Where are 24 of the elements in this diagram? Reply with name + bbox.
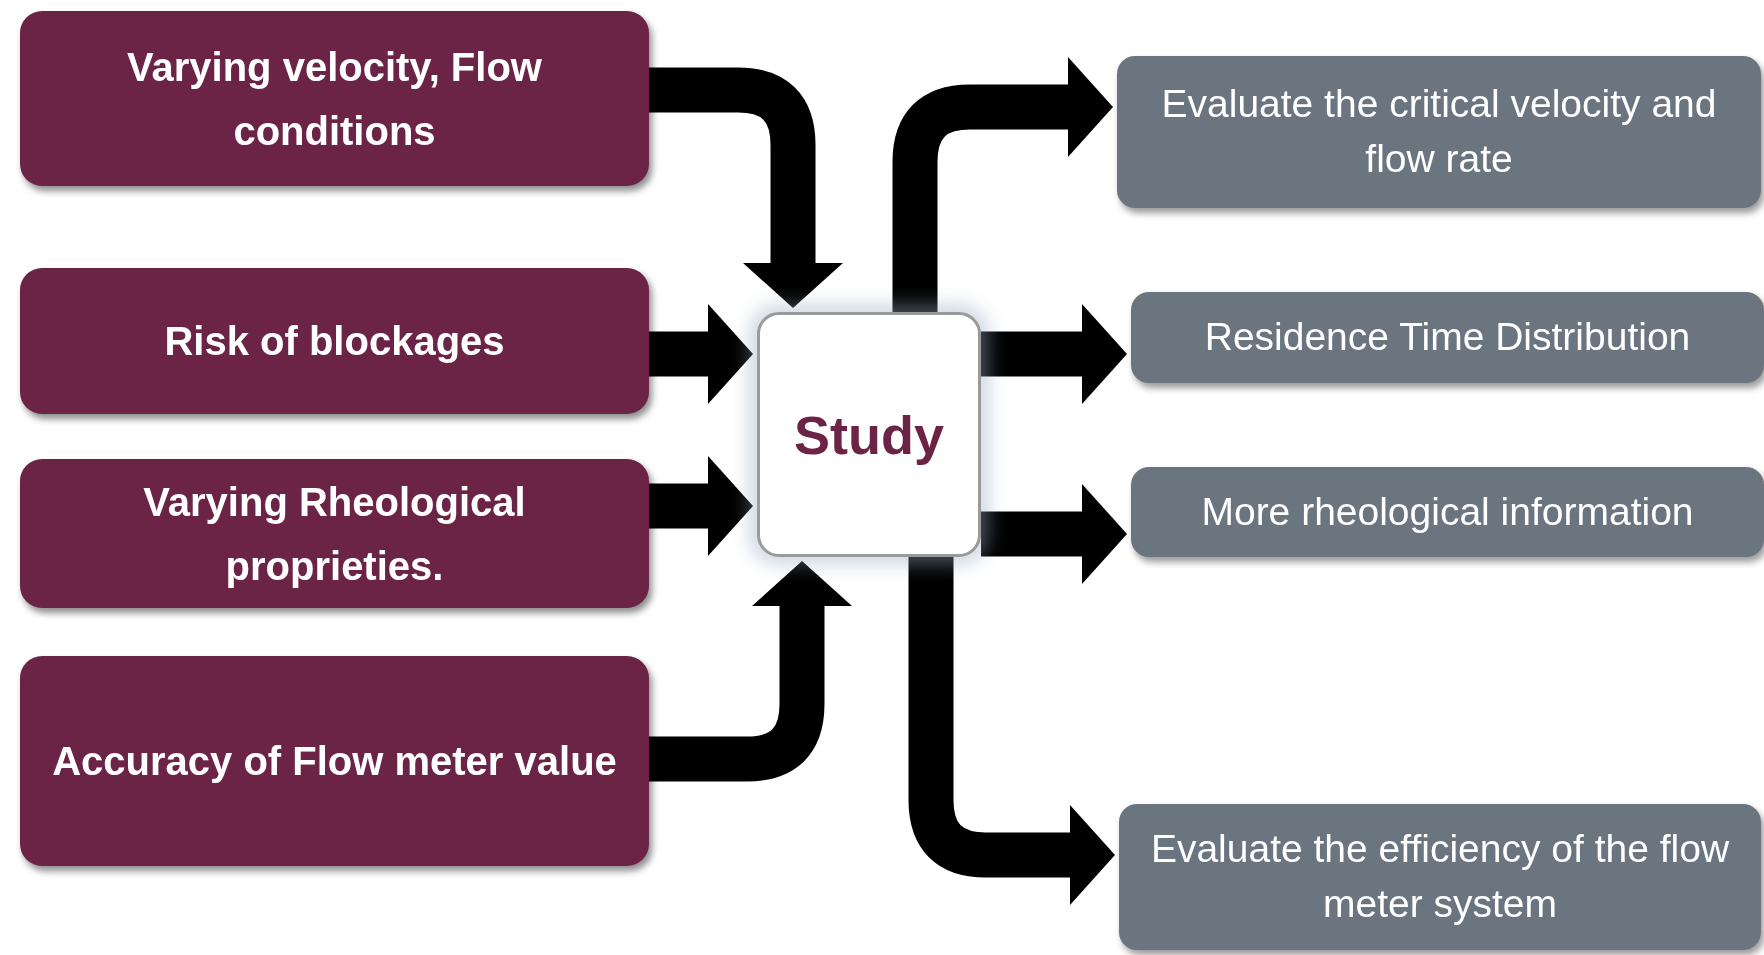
node-text: Evaluate the efficiency of the flow meter system [1149,826,1731,927]
study-box [757,312,981,557]
arrow [908,557,1115,905]
arrow [981,304,1127,404]
cause-box [20,656,649,866]
node-text: Evaluate the critical velocity and flow rate [1160,81,1718,182]
outcome-box [1131,467,1764,557]
node-text: Study [794,403,944,466]
node-text: Varying Rheological proprieties. [142,478,527,590]
cause-box [20,11,649,186]
arrow [981,484,1127,584]
node-text: Varying velocity, Flow conditions [126,43,543,155]
outcome-box [1119,804,1761,950]
node-text: More rheological information [1201,488,1694,535]
arrow [892,57,1113,312]
node-text: Accuracy of Flow meter value [52,738,617,785]
cause-box [20,459,649,608]
node-text: Risk of blockages [164,318,505,365]
node-text: Residence Time Distribution [1204,314,1691,361]
outcome-box [1117,56,1761,208]
outcome-box [1131,292,1764,383]
arrow [649,304,753,404]
arrow [649,456,753,556]
cause-box [20,268,649,414]
